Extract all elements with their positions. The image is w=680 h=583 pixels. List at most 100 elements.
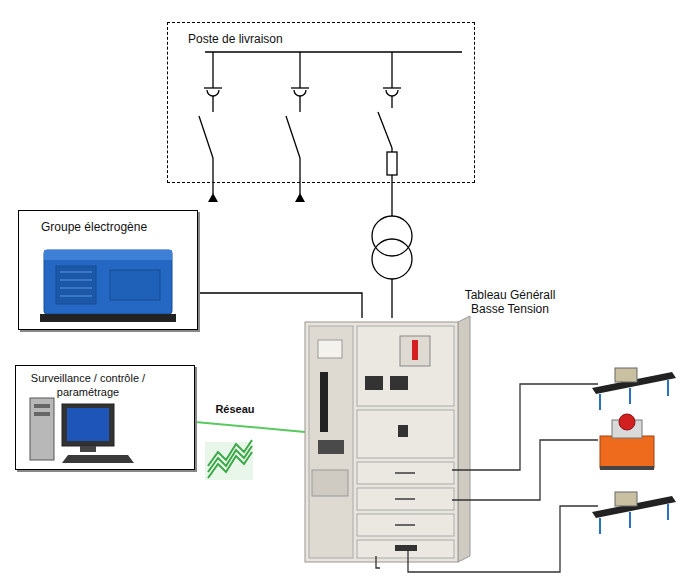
illustration-shape	[56, 266, 96, 304]
switchboard-node: Tableau Générall Basse Tension	[305, 318, 468, 562]
illustration-shape	[299, 52, 300, 88]
delivery-substation-symbols	[199, 52, 462, 194]
illustration-shape	[667, 504, 669, 520]
illustration-shape	[365, 376, 383, 390]
illustration-shape	[667, 380, 669, 396]
node-label: Tableau Générall Basse Tension	[455, 288, 565, 316]
node-label: Surveillance / contrôle / paramétrage	[24, 371, 152, 399]
illustration-shape	[452, 440, 598, 500]
conveyor-illustration	[592, 368, 676, 410]
illustration-shape	[357, 462, 454, 484]
illustration-shape	[312, 470, 348, 496]
illustration-shape	[395, 498, 415, 500]
node-label: Groupe électrogène	[41, 220, 191, 234]
illustration-shape	[40, 314, 176, 322]
illustration-shape	[34, 412, 50, 416]
illustration-shape	[320, 372, 328, 432]
illustration-shape	[205, 442, 253, 480]
illustration-shape	[60, 272, 92, 273]
illustration-shape	[629, 388, 631, 404]
power-line	[198, 293, 362, 318]
illustration-shape	[383, 87, 401, 88]
illustration-shape	[357, 540, 454, 558]
illustration-shape	[629, 512, 631, 528]
illustration-shape	[592, 496, 676, 518]
illustration-shape	[398, 425, 408, 437]
illustration-shape	[615, 368, 637, 382]
illustration-shape	[395, 545, 417, 551]
illustration-shape	[208, 452, 252, 478]
illustration-shape	[600, 436, 654, 468]
pump-illustration	[600, 414, 654, 470]
illustration-shape	[208, 446, 252, 472]
illustration-shape	[295, 193, 305, 202]
conveyor-illustration	[592, 492, 676, 534]
illustration-shape	[208, 193, 218, 202]
illustration-shape	[34, 404, 50, 408]
illustration-shape	[60, 280, 92, 281]
transformer-symbol	[372, 216, 412, 279]
illustration-shape	[204, 87, 222, 88]
illustration-shape	[357, 514, 454, 536]
illustration-shape	[44, 250, 172, 314]
illustration-shape	[372, 216, 412, 256]
illustration-shape	[619, 414, 635, 430]
illustration-shape	[299, 96, 300, 112]
illustration-shape	[391, 148, 392, 152]
illustration-shape	[62, 404, 114, 446]
illustration-shape	[592, 372, 676, 394]
illustration-shape	[309, 326, 353, 558]
generator-illustration	[40, 250, 176, 322]
illustration-shape	[207, 90, 219, 96]
illustration-shape	[44, 250, 172, 260]
illustration-shape	[299, 158, 300, 194]
load-cables	[376, 384, 598, 572]
illustration-shape	[286, 116, 300, 158]
monitoring-box: Surveillance / contrôle / paramétrage	[15, 365, 195, 470]
illustration-shape	[395, 472, 415, 474]
illustration-shape	[357, 488, 454, 510]
illustration-shape	[372, 216, 412, 256]
switchboard-illustration	[305, 316, 470, 562]
illustration-shape	[110, 270, 160, 300]
illustration-shape	[387, 152, 397, 175]
illustration-shape	[391, 175, 392, 183]
illustration-shape	[291, 87, 309, 88]
illustration-shape	[357, 326, 454, 406]
illustration-shape	[199, 116, 213, 158]
illustration-shape	[205, 51, 462, 52]
illustration-shape	[357, 410, 454, 458]
illustration-shape	[30, 398, 54, 460]
illustration-shape	[60, 288, 92, 289]
illustration-shape	[378, 112, 392, 148]
illustration-shape	[376, 556, 380, 568]
illustration-shape	[294, 90, 306, 96]
illustration-shape	[612, 420, 642, 438]
generator-box: Groupe électrogène	[18, 210, 198, 330]
illustration-shape	[600, 466, 654, 470]
illustration-shape	[212, 96, 213, 112]
delivery-substation-box: Poste de livraison	[167, 22, 475, 183]
illustration-shape	[599, 518, 601, 534]
illustration-shape	[80, 446, 96, 452]
illustration-shape	[372, 239, 412, 279]
illustration-shape	[412, 340, 418, 360]
illustration-shape	[318, 340, 342, 358]
computer-illustration	[30, 398, 134, 463]
illustration-shape	[458, 316, 470, 562]
node-label: Poste de livraison	[188, 32, 388, 46]
illustration-shape	[212, 158, 213, 194]
illustration-shape	[599, 394, 601, 410]
illustration-shape	[60, 296, 92, 297]
illustration-shape	[390, 376, 408, 390]
illustration-shape	[212, 52, 213, 88]
network-link	[195, 422, 305, 432]
illustration-shape	[391, 52, 392, 88]
illustration-shape	[318, 440, 344, 454]
illustration-shape	[62, 455, 134, 463]
illustration-shape	[395, 524, 415, 526]
